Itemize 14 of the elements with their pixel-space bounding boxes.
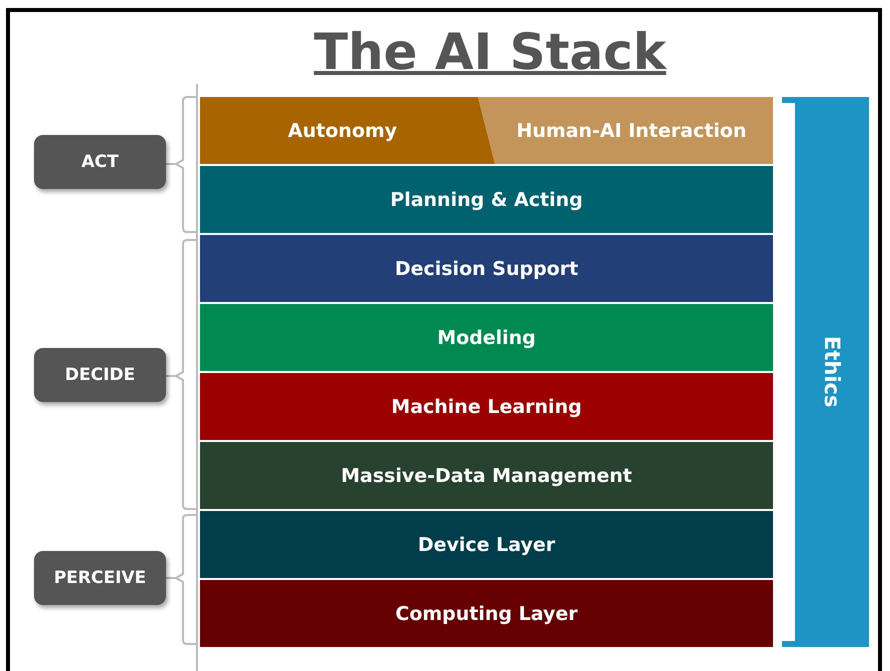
layer-band: Device Layer bbox=[200, 511, 773, 578]
layer-band: Modeling bbox=[200, 304, 773, 371]
layer-band: Decision Support bbox=[200, 235, 773, 302]
stage-label: PERCEIVE bbox=[34, 551, 166, 605]
layer-band: Computing Layer bbox=[200, 580, 773, 647]
layer-band: Machine Learning bbox=[200, 373, 773, 440]
stage-label: ACT bbox=[34, 135, 166, 189]
ethics-bracket: Ethics bbox=[782, 97, 869, 647]
layer-band: Autonomy bbox=[200, 97, 495, 164]
layer-band: Massive-Data Management bbox=[200, 442, 773, 509]
layer-band: Planning & Acting bbox=[200, 166, 773, 233]
layer-band: Human-AI Interaction bbox=[478, 97, 773, 164]
title: The AI Stack bbox=[312, 22, 668, 83]
stage-label: DECIDE bbox=[34, 348, 166, 402]
